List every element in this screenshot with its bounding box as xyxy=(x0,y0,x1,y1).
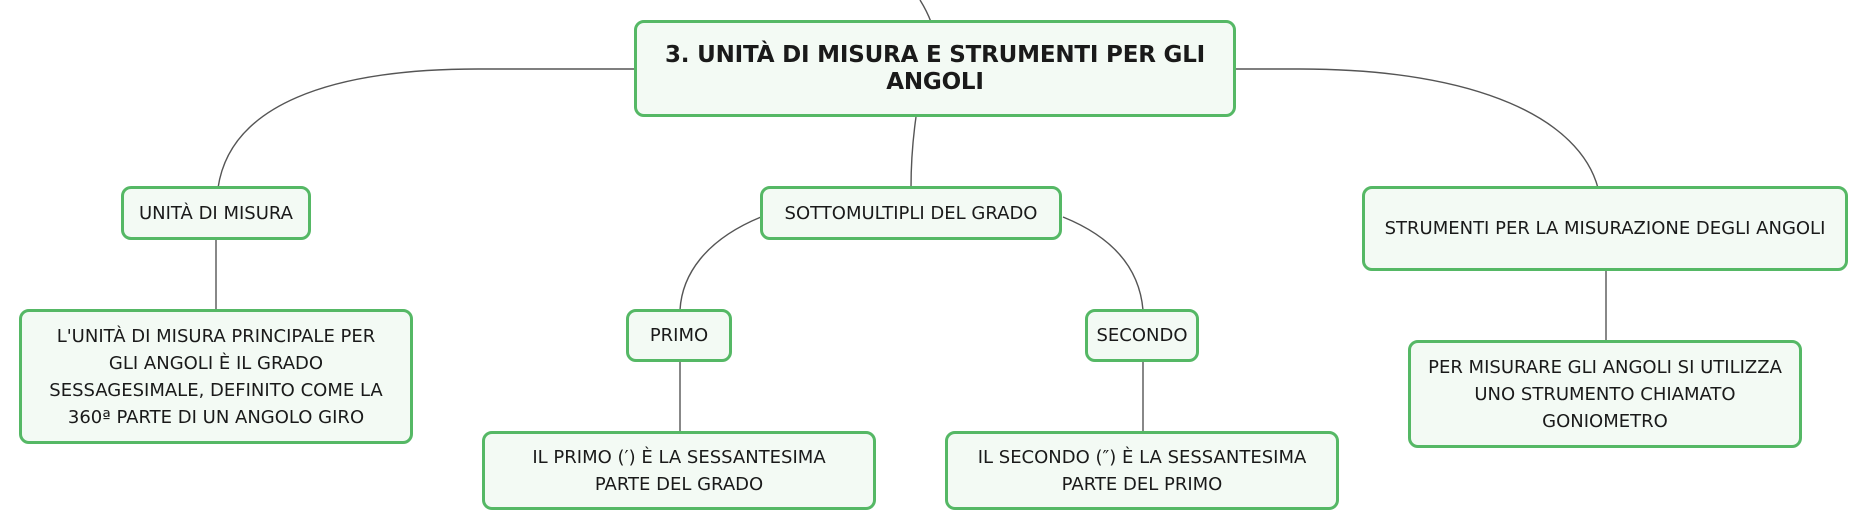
node-sottomultipli-del-grado[interactable]: SOTTOMULTIPLI DEL GRADO xyxy=(760,186,1062,240)
node-secondo-detail[interactable]: IL SECONDO (″) È LA SESSANTESIMA PARTE D… xyxy=(945,431,1339,510)
node-primo-detail[interactable]: IL PRIMO (′) È LA SESSANTESIMA PARTE DEL… xyxy=(482,431,876,510)
root-topic-title[interactable]: 3. UNITÀ DI MISURA E STRUMENTI PER GLI A… xyxy=(634,20,1236,117)
edge-title-to-units xyxy=(217,68,636,189)
node-secondo[interactable]: SECONDO xyxy=(1085,309,1199,362)
node-unita-di-misura[interactable]: UNITÀ DI MISURA xyxy=(121,186,311,240)
node-unita-detail[interactable]: L'UNITÀ DI MISURA PRINCIPALE PER GLI ANG… xyxy=(19,309,413,444)
node-primo[interactable]: PRIMO xyxy=(626,309,732,362)
edge-parent-to-title xyxy=(919,0,932,23)
node-strumenti-misurazione[interactable]: STRUMENTI PER LA MISURAZIONE DEGLI ANGOL… xyxy=(1362,186,1848,271)
edge-title-to-submultiples xyxy=(910,116,917,189)
edge-submultiples-to-secondo xyxy=(1062,216,1144,311)
node-strumenti-detail[interactable]: PER MISURARE GLI ANGOLI SI UTILIZZA UNO … xyxy=(1408,340,1802,448)
edge-submultiples-to-primo xyxy=(679,216,762,311)
edge-title-to-instruments xyxy=(1236,68,1599,189)
